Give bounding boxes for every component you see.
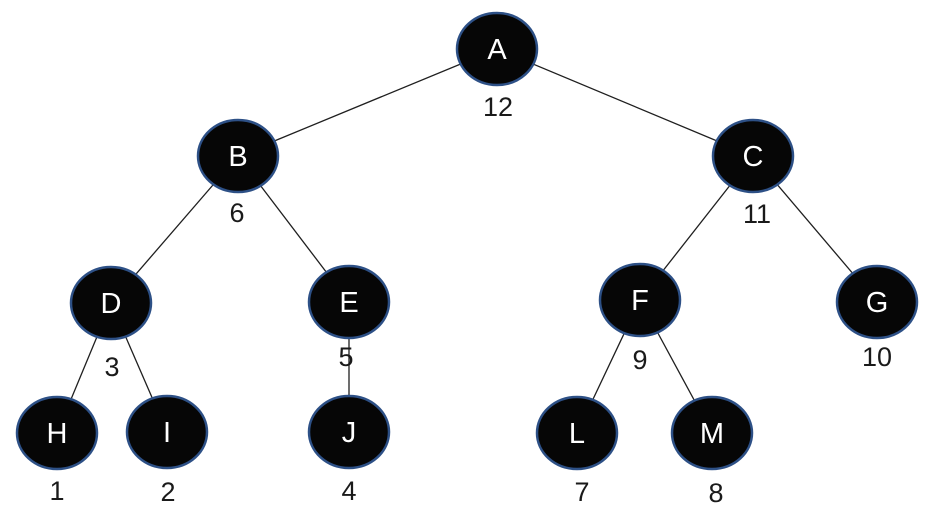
node-B-label: B [228,141,247,173]
node-L-circle [535,395,619,471]
node-J-value: 4 [341,476,356,506]
tree-node-B: B [196,118,280,194]
node-M-label: M [700,418,724,450]
tree-node-C: C [711,118,795,194]
node-L-label: L [569,418,585,450]
node-I-label: I [163,417,171,449]
edge-A-C [496,48,754,157]
node-G-value: 10 [862,342,892,372]
node-G-label: G [866,287,889,319]
node-A-label: A [487,34,507,66]
node-I-value: 2 [160,477,175,507]
tree-node-L: L [535,395,619,471]
node-E-circle [307,264,391,340]
edge-A-B [237,48,498,157]
node-E-value: 5 [338,342,353,372]
node-B-circle [196,118,280,194]
tree-node-D: D [69,265,153,341]
tree-node-F: F [598,262,682,338]
node-I-circle [125,394,209,470]
node-L-value: 7 [574,477,589,507]
tree-node-A: A [455,11,539,87]
tree-node-J: J [307,394,391,470]
node-D-label: D [101,288,122,320]
node-M-circle [670,395,754,471]
tree-node-G: G [835,264,919,340]
node-H-value: 1 [49,476,64,506]
node-C-label: C [743,141,764,173]
node-A-circle [455,11,539,87]
tree-node-E: E [307,264,391,340]
node-F-label: F [631,285,649,317]
node-J-circle [307,394,391,470]
tree-edges [56,48,878,434]
node-A-value: 12 [483,92,513,122]
tree-node-H: H [15,395,99,471]
node-C-value: 11 [743,199,771,229]
node-G-circle [835,264,919,340]
node-D-value: 3 [104,352,119,382]
node-M-value: 8 [708,478,723,508]
node-E-label: E [339,287,358,319]
tree-node-I: I [125,394,209,470]
node-B-value: 6 [229,198,244,228]
node-H-label: H [47,418,68,450]
node-D-circle [69,265,153,341]
node-F-value: 9 [632,345,647,375]
node-value-labels: 12 6 11 3 5 9 10 1 2 4 7 8 [49,92,892,508]
tree-nodes: A B C D E F G [15,11,919,471]
node-H-circle [15,395,99,471]
node-J-label: J [342,417,357,449]
node-F-circle [598,262,682,338]
node-C-circle [711,118,795,194]
tree-node-M: M [670,395,754,471]
